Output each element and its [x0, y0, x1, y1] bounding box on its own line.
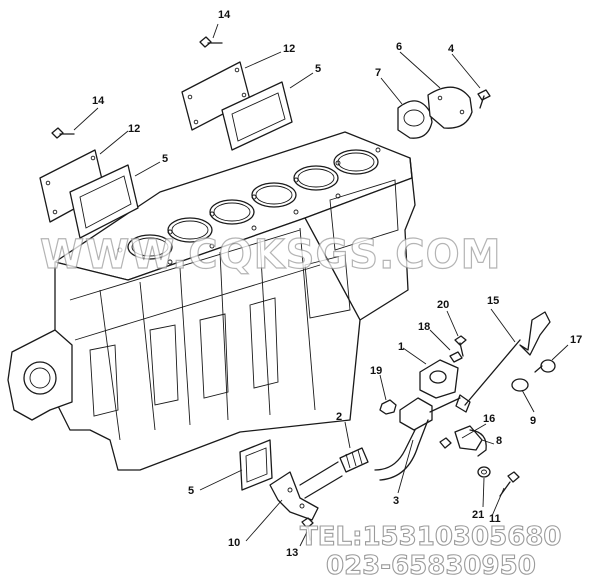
tube-assembly-3: [374, 311, 551, 481]
clamp-8-16: [439, 425, 487, 457]
engine-block: [7, 131, 416, 471]
watermark-tel: TEL:15310305680: [300, 522, 561, 552]
gasket-top: [221, 81, 293, 151]
callout: 5: [188, 485, 194, 497]
round-cover-6: [427, 86, 473, 129]
callout: 4: [448, 43, 455, 55]
bolt-13: [301, 517, 314, 541]
fitting-2: [339, 447, 369, 473]
clip-17: [534, 359, 556, 373]
bolt-11: [499, 471, 520, 497]
callout: 17: [570, 334, 582, 346]
callout: 14: [92, 95, 105, 107]
callout: 16: [483, 413, 495, 425]
callout: 11: [489, 513, 501, 525]
callout: 21: [472, 509, 484, 521]
callout: 12: [128, 123, 140, 135]
gasket-bottom: [239, 439, 273, 491]
nut-19: [379, 399, 397, 415]
callout: 5: [315, 63, 321, 75]
callout: 3: [393, 495, 399, 507]
callout: 10: [228, 537, 240, 549]
bolt-4: [477, 89, 491, 109]
callout: 5: [162, 153, 168, 165]
bolt-top: [199, 36, 223, 48]
callout: 9: [530, 415, 536, 427]
callout: 19: [370, 365, 382, 377]
bolt-left: [51, 127, 75, 139]
washer-21: [477, 466, 491, 478]
callout: 7: [375, 67, 381, 79]
flange-1: [419, 359, 459, 399]
callout: 1: [398, 341, 404, 353]
callout: 13: [286, 547, 298, 559]
callout-labels: 14 12 5 14 12 5 6 4 7 20 15 18 1 17 19 2…: [92, 9, 582, 559]
leader-lines: [73, 23, 569, 547]
callout: 8: [496, 435, 502, 447]
callout: 12: [283, 43, 295, 55]
round-plate-7: [397, 100, 433, 139]
callout: 20: [437, 299, 449, 311]
callout: 14: [218, 9, 231, 21]
watermark-site: WWW.CQKSGS.COM: [40, 232, 501, 278]
callout: 18: [418, 321, 430, 333]
callout: 6: [396, 41, 402, 53]
gasket-left: [69, 164, 139, 239]
seal-ring-9: [511, 378, 529, 392]
callout: 15: [487, 295, 499, 307]
elbow-10: [269, 461, 343, 521]
watermark-phone: 023-65830950: [326, 551, 536, 580]
bolt-18-20: [449, 335, 467, 363]
callout: 2: [336, 411, 342, 423]
